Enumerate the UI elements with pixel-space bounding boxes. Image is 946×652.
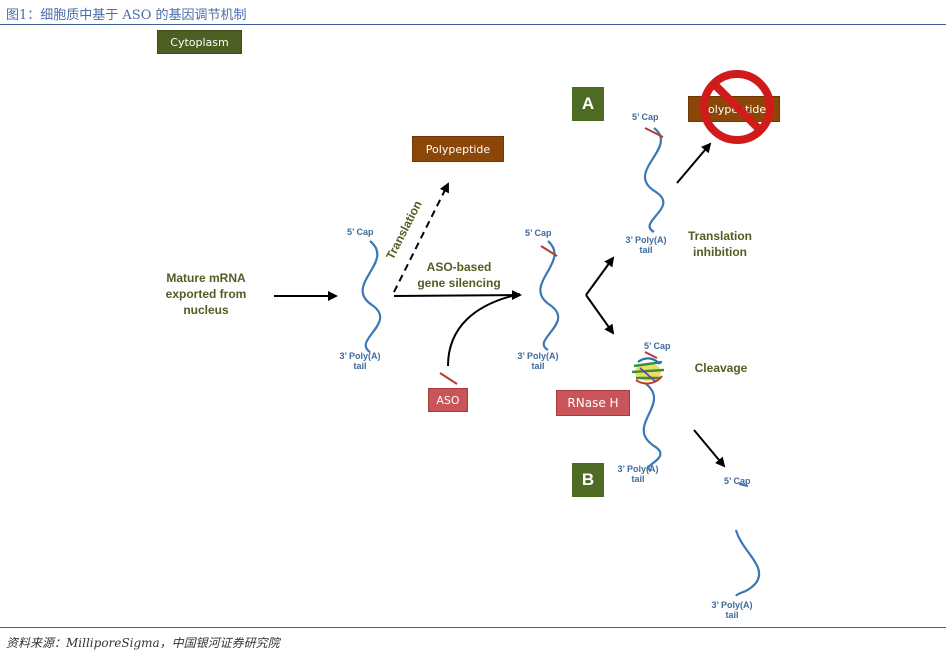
- polya-label-1: 3’ Poly(A)tail: [339, 351, 381, 371]
- cytoplasm-label: Cytoplasm: [157, 30, 242, 54]
- arrow-translation-dashed: [393, 182, 449, 293]
- rnase-h-box: RNase H: [556, 390, 630, 416]
- cap-label-2: 5’ Cap: [525, 228, 552, 238]
- arrow-aso-curve: [447, 293, 521, 367]
- polypeptide-box: Polypeptide: [412, 136, 504, 162]
- mrna-strand-a: [643, 127, 665, 233]
- cap-label-fragment: 5’ Cap: [724, 476, 751, 486]
- pathway-b-label: B: [572, 463, 604, 497]
- aso-bound-strand-2: [540, 245, 558, 257]
- arrow-cleavage-down: [693, 429, 726, 468]
- rnase-h-protein-icon: [631, 351, 665, 385]
- polya-label-a: 3’ Poly(A)tail: [625, 235, 667, 255]
- source-note: 资料来源：MilliporeSigma，中国银河证券研究院: [6, 636, 280, 650]
- mrna-strand-2: [539, 240, 560, 351]
- arrow-to-path-b: [585, 294, 615, 335]
- cap-label-1: 5’ Cap: [347, 227, 374, 237]
- top-rule: [0, 24, 946, 25]
- polya-label-fragment: 3’ Poly(A)tail: [711, 600, 753, 620]
- arrow-to-polypeptide-a: [676, 142, 712, 184]
- cap-label-b: 5’ Cap: [644, 341, 671, 351]
- aso-box: ASO: [428, 388, 468, 412]
- mrna-strand-1: [361, 240, 382, 353]
- cleavage-label: Cleavage: [694, 361, 748, 375]
- arrow-to-path-a: [585, 256, 615, 296]
- cap-label-a: 5’ Cap: [632, 112, 659, 122]
- aso-bound-strand-a: [644, 127, 664, 138]
- bottom-rule: [0, 627, 946, 628]
- mrna-strand-b-lower: [642, 383, 662, 472]
- pathway-a-label: A: [572, 87, 604, 121]
- figure-caption: 图1：细胞质中基于 ASO 的基因调节机制: [6, 8, 247, 23]
- polya-label-b: 3’ Poly(A)tail: [617, 464, 659, 484]
- mrna-fragment-cleaved: [734, 483, 761, 597]
- aso-strand-free: [439, 372, 458, 385]
- polya-label-2: 3’ Poly(A)tail: [517, 351, 559, 371]
- arrow-aso-silencing: [393, 290, 522, 301]
